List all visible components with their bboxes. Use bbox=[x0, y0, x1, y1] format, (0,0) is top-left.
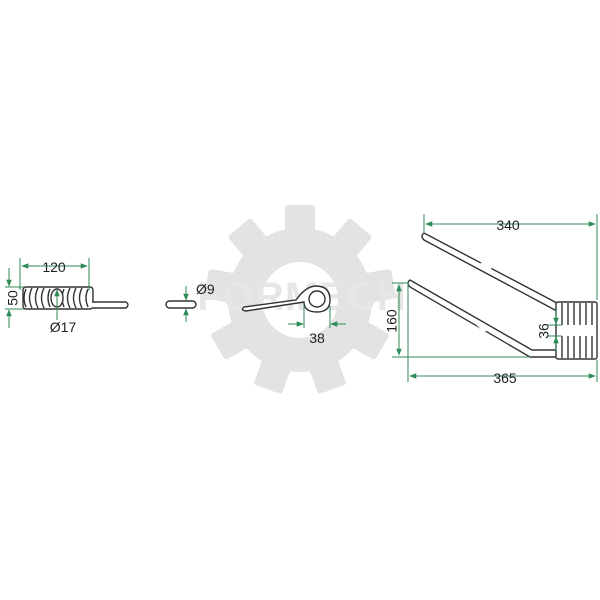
loop-view bbox=[241, 285, 331, 313]
upper-tine bbox=[421, 232, 573, 311]
wire-bar bbox=[165, 300, 197, 309]
tine-top-length-label: 340 bbox=[496, 217, 520, 233]
coil-view bbox=[22, 286, 129, 310]
lower-tine bbox=[407, 279, 573, 358]
coil-dimensions bbox=[5, 258, 90, 328]
tine-bottom-length-label: 365 bbox=[493, 370, 517, 386]
coil-tail-wire bbox=[92, 301, 129, 309]
coil-wire-diameter-label: Ø17 bbox=[50, 319, 77, 335]
tine-coil-windings-top bbox=[561, 303, 593, 325]
tine-coil-block bbox=[555, 301, 598, 360]
coil-windings-left bbox=[23, 287, 51, 309]
loop-dimensions bbox=[288, 306, 346, 328]
coil-height-label: 50 bbox=[5, 290, 21, 306]
loop-width-label: 38 bbox=[309, 330, 325, 346]
wire-view bbox=[165, 286, 197, 322]
tine-view bbox=[407, 232, 598, 360]
tine-coil-gap-label: 36 bbox=[536, 323, 552, 339]
tine-height-label: 160 bbox=[384, 309, 400, 333]
gear-icon bbox=[204, 205, 396, 394]
wire-diameter-label: Ø9 bbox=[196, 281, 215, 297]
coil-width-label: 120 bbox=[42, 259, 66, 275]
watermark-logo: FORMECH bbox=[197, 205, 406, 394]
loop-wire bbox=[241, 285, 331, 313]
tine-dimensions bbox=[392, 214, 598, 382]
loop-eye bbox=[308, 290, 326, 308]
tine-coil-windings-bottom bbox=[561, 336, 593, 358]
